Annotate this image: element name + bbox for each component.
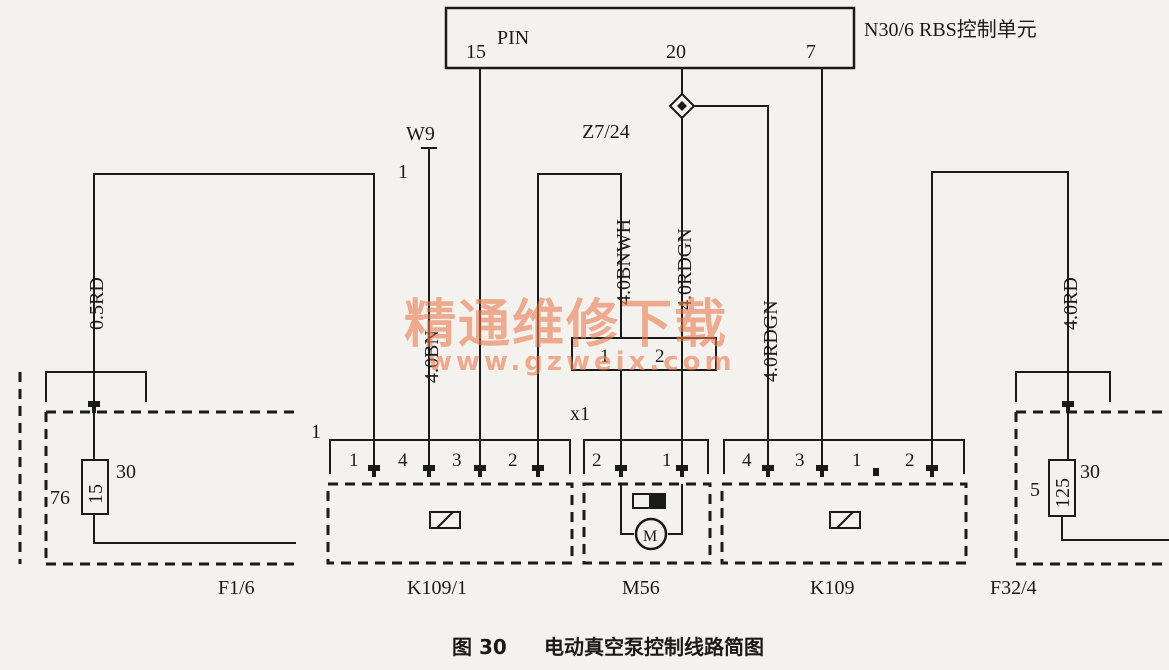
motor-symbol-label: M <box>643 528 657 545</box>
f1-6-fuse <box>81 459 109 515</box>
wire-label-rdgn: 4.0RDGN <box>760 300 782 382</box>
ecu-pin-20: 20 <box>666 41 686 63</box>
connector-x1 <box>571 337 717 371</box>
k109-1-box <box>326 482 574 565</box>
watermark-title: 精通维修下载 <box>404 295 728 355</box>
f32-4-frame <box>1015 371 1111 402</box>
f1-6-frame <box>45 371 147 402</box>
f1-6-name: F1/6 <box>218 577 255 599</box>
wire-label-bnwh: 4.0BNWH <box>613 219 635 305</box>
k109-1-pin-4: 4 <box>398 450 408 471</box>
f1-6-terminal <box>88 401 100 413</box>
f32-4-pin-left: 5 <box>1030 479 1040 501</box>
connector-x1-pin-1: 1 <box>600 346 610 367</box>
k109-coil-icon <box>829 511 861 529</box>
ground-pin: 1 <box>398 161 408 183</box>
motor-icon <box>620 484 683 551</box>
ground-name: W9 <box>406 123 435 145</box>
ecu-pin-header: PIN <box>497 27 529 49</box>
wire-label-w9: 4.0BN <box>421 330 443 383</box>
k109-pin-2: 2 <box>905 450 915 471</box>
connector-x1-pin-2: 2 <box>655 346 665 367</box>
f32-4-wire-out <box>1061 516 1169 541</box>
wire-k109-1-pin2-x1 <box>537 173 622 465</box>
f1-6-fuse-value: 15 <box>85 484 107 504</box>
wire-label-f32: 4.0RD <box>1060 277 1082 330</box>
k109-1-pin-2: 2 <box>508 450 518 471</box>
wire-label-f1: 0.5RD <box>86 277 108 330</box>
f32-4-fuse-value: 125 <box>1052 478 1074 508</box>
k109-1-group-pin: 1 <box>311 421 321 443</box>
k109-box <box>720 482 968 565</box>
wire-f1-k109-1-pin1 <box>93 173 375 465</box>
m56-pin-frame <box>583 439 709 474</box>
ecu-box <box>444 6 856 70</box>
caption-text: 电动真空泵控制线路简图 <box>544 635 764 659</box>
k109-name: K109 <box>810 577 854 599</box>
ecu-pin-7: 7 <box>806 41 816 63</box>
k109-1-pin-1: 1 <box>349 450 359 471</box>
k109-pin-4: 4 <box>742 450 752 471</box>
caption-fig: 图 30 <box>452 635 507 659</box>
k109-1-name: K109/1 <box>407 577 467 599</box>
f1-6-pin-right: 30 <box>116 461 136 483</box>
f1-6-pin-left: 76 <box>50 487 70 509</box>
k109-pin-3: 3 <box>795 450 805 471</box>
k109-1-pin-3: 3 <box>452 450 462 471</box>
m56-pin-2: 2 <box>592 450 602 471</box>
splice-node-inner <box>677 101 687 111</box>
m56-name: M56 <box>622 577 660 599</box>
f1-6-wire-out <box>93 514 296 544</box>
wire-label-rdgn-20: 4.0RDGN <box>674 228 696 310</box>
wire-splice-k109-pin4 <box>694 105 769 465</box>
f32-4-pin-right: 30 <box>1080 461 1100 483</box>
f32-4-terminal <box>1062 401 1074 413</box>
ecu-pin-15: 15 <box>466 41 486 63</box>
connector-x1-name: x1 <box>570 403 590 425</box>
splice-label: Z7/24 <box>582 121 630 143</box>
terminal-markers <box>368 465 938 477</box>
watermark-url: www.gzweix.com <box>428 347 736 377</box>
ecu-name: N30/6 RBS控制单元 <box>864 18 1037 41</box>
k109-1-coil-icon <box>429 511 461 529</box>
k109-pin-1: 1 <box>852 450 862 471</box>
k109-1-pin-frame <box>329 439 571 474</box>
f32-4-name: F32/4 <box>990 577 1037 599</box>
k109-pin-frame <box>723 439 965 474</box>
wire-k109-pin2-f32 <box>931 171 1069 465</box>
f32-4-fuse <box>1048 459 1076 517</box>
m56-pin-1: 1 <box>662 450 672 471</box>
